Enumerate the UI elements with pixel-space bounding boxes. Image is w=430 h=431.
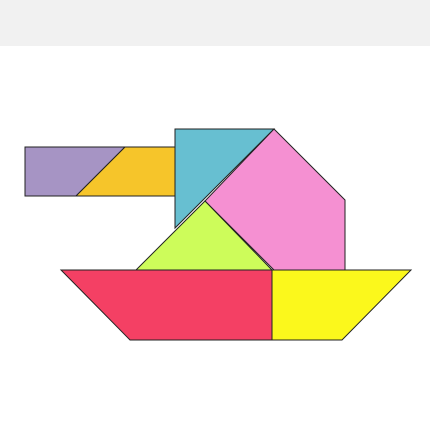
top-bar (0, 0, 430, 46)
tangram-piece-yellow-trapezoid[interactable] (271, 269, 413, 341)
tangram-piece-cyan-triangle[interactable] (174, 128, 276, 230)
tangram-piece-red-trapezoid[interactable] (59, 269, 273, 341)
